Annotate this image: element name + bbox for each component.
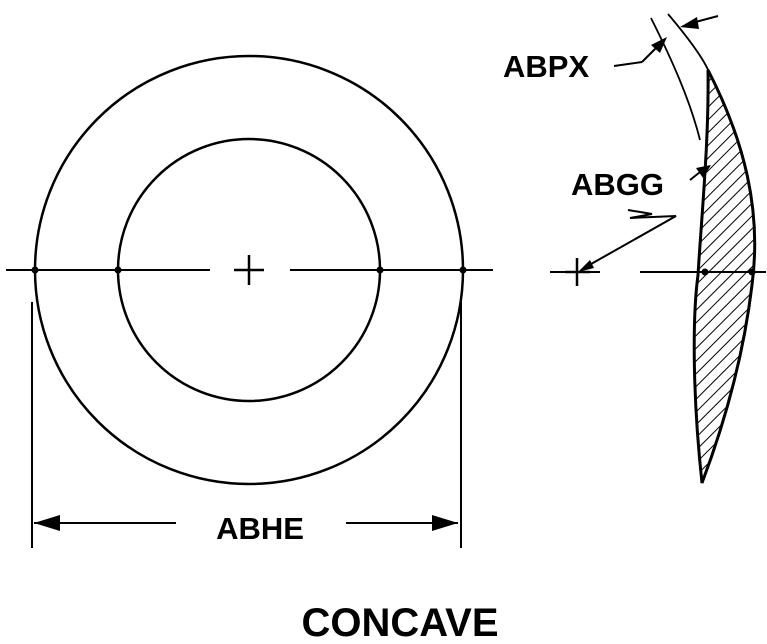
side-view bbox=[550, 13, 766, 484]
arrowhead-right bbox=[432, 515, 458, 531]
abgg-label: ABGG bbox=[571, 167, 664, 202]
abhe-arrowheads bbox=[34, 515, 458, 531]
abpx-arrowhead bbox=[651, 37, 667, 53]
diagram-caption: CONCAVE bbox=[301, 601, 498, 644]
thickness-arc-outer bbox=[667, 13, 710, 73]
abgg-arrowhead bbox=[696, 165, 711, 178]
dot-inner-left bbox=[114, 266, 122, 274]
abpx-dimension bbox=[613, 15, 719, 67]
abpx-leader bbox=[613, 61, 643, 67]
dot-outer-right bbox=[459, 266, 467, 274]
abpx-label: ABPX bbox=[503, 49, 589, 84]
dot-inner-right bbox=[376, 266, 384, 274]
arrowhead-left bbox=[34, 515, 60, 531]
section-hatched bbox=[692, 69, 757, 484]
abpx-arrowhead-top bbox=[680, 17, 699, 29]
dot-outer-left bbox=[31, 266, 39, 274]
front-intersection-dots bbox=[31, 266, 467, 274]
abhe-label: ABHE bbox=[216, 511, 304, 546]
abgg-leader-line bbox=[583, 209, 677, 269]
thickness-arc-inner bbox=[650, 17, 701, 141]
side-dot-right bbox=[748, 268, 756, 276]
abgg-leader-arrowhead bbox=[578, 260, 594, 272]
front-view bbox=[6, 54, 493, 486]
side-dot-left bbox=[701, 268, 709, 276]
